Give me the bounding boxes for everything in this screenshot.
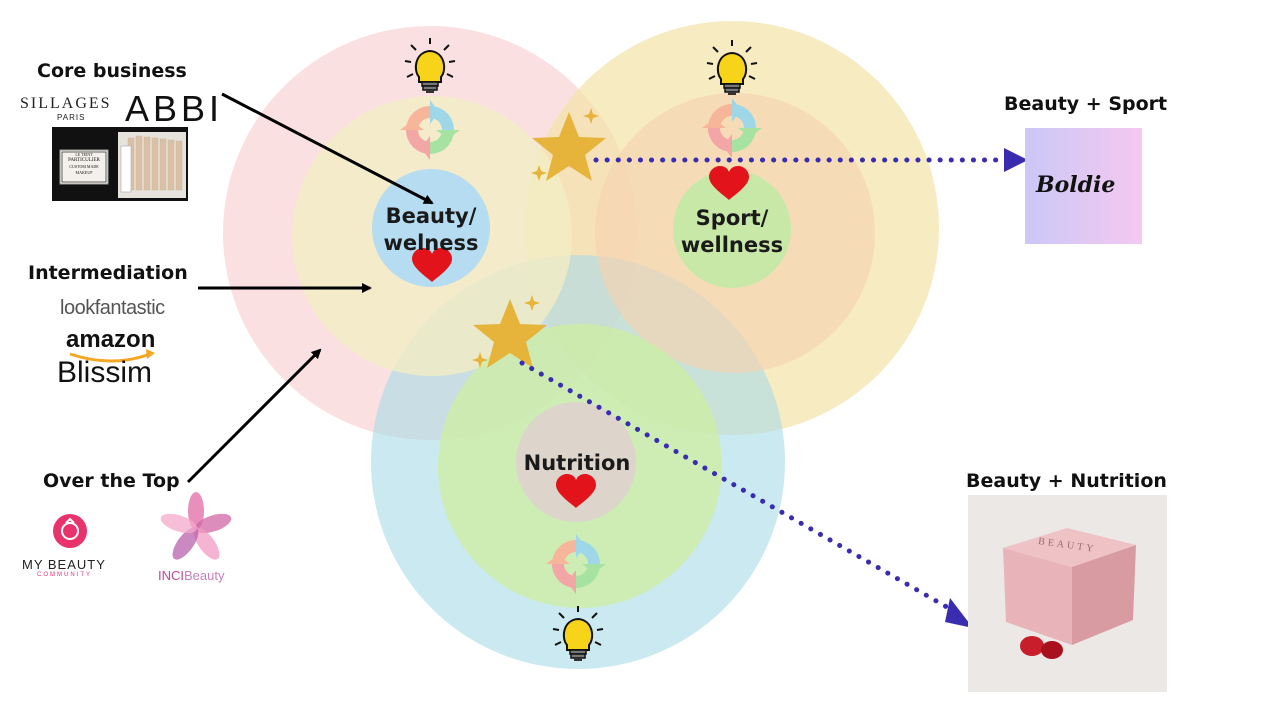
boldie-card (1025, 128, 1142, 244)
letl-line-1: LE TEINT (75, 152, 93, 157)
heading-core-business: Core business (37, 60, 187, 82)
heading-beauty-nutrition: Beauty + Nutrition (966, 470, 1167, 492)
beauty-jar-image (968, 495, 1167, 692)
logo-le-teint: LE TEINT PARTICULIER CUSTOM MADE MAKEUP (62, 152, 106, 176)
logo-mybeauty: MY BEAUTY (22, 557, 106, 572)
heading-over-the-top: Over the Top (43, 470, 180, 492)
letl-line-2: PARTICULIER (68, 158, 100, 163)
arrow-over-the-top (186, 348, 322, 484)
logo-boldie: Boldie (1036, 172, 1116, 198)
logo-abbi: ABBI (125, 88, 224, 129)
inner-circle-sport (673, 170, 791, 288)
inci-flower-icon (160, 492, 232, 560)
arrow-core-business (221, 92, 434, 205)
dotted-arrow-nutrition (519, 360, 955, 613)
logo-mybeauty-sub: COMMUNITY (37, 572, 92, 578)
logo-inci-b: Beauty (184, 568, 225, 583)
logo-sillages-sub: PARIS (57, 113, 86, 122)
heading-intermediation: Intermediation (28, 262, 188, 284)
heading-beauty-sport: Beauty + Sport (1004, 93, 1168, 115)
logo-inci-a: INCI (158, 568, 184, 583)
inner-circle-nutrition (516, 402, 636, 522)
label-beauty-welness: Beauty/ welness (383, 204, 479, 255)
logo-lookfantastic: lookfantastic (60, 297, 165, 319)
inner-circle-beauty (372, 169, 490, 287)
label-nutrition: Nutrition (523, 451, 631, 475)
letl-line-4: MAKEUP (75, 170, 93, 175)
logo-amazon: amazon (66, 326, 156, 353)
letl-line-3: CUSTOM MADE (69, 164, 99, 169)
arrowhead-sport (1004, 148, 1028, 172)
mybeauty-logo-icon (53, 514, 87, 548)
label-sport-wellness: Sport/ wellness (680, 206, 784, 257)
logo-sillages: SILLAGES (20, 95, 112, 112)
arrowhead-nutrition (945, 598, 973, 628)
logo-blissim: Blissim (57, 356, 152, 389)
logo-inci: INCIBeauty (158, 568, 224, 583)
le-teint-particulier-image (52, 127, 188, 201)
amazon-smile-icon (69, 352, 151, 363)
